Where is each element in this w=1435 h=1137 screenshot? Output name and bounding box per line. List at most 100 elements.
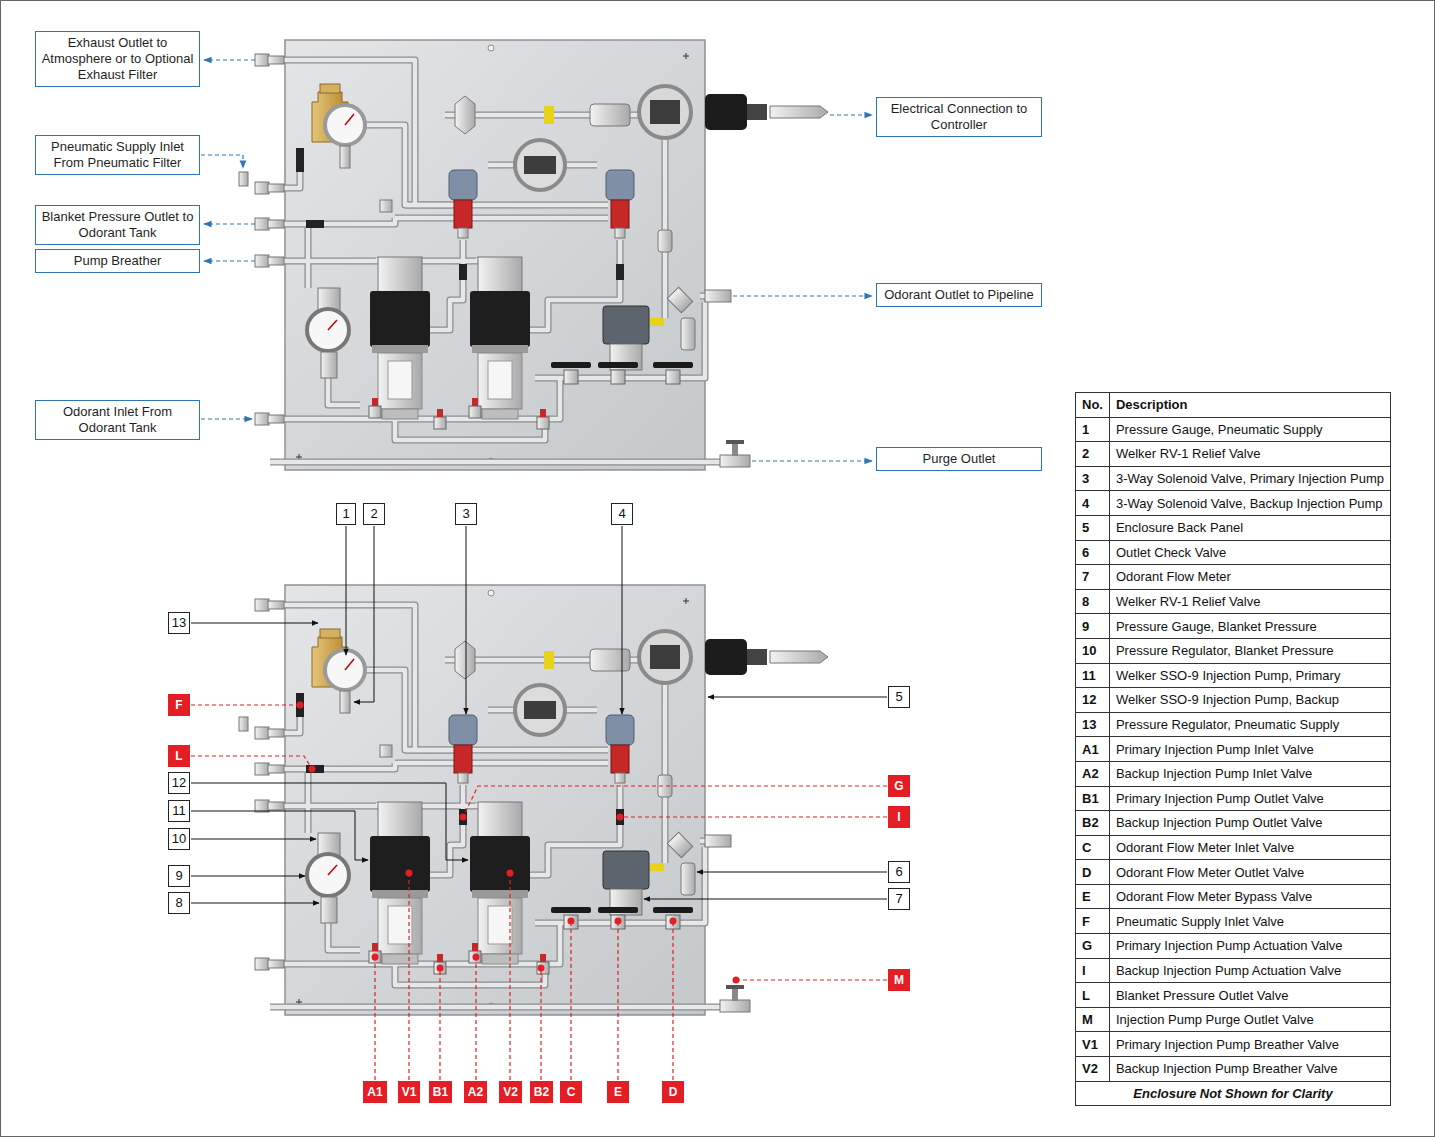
item-key: L <box>1082 988 1090 1003</box>
item-description: Welker RV-1 Relief Valve <box>1116 446 1261 461</box>
table-row: V1Primary Injection Pump Breather Valve <box>1076 1032 1391 1057</box>
leader-line <box>191 704 300 705</box>
tag-text: E <box>614 1081 622 1103</box>
tag-text: 8 <box>175 893 182 913</box>
leader-line <box>374 957 375 1080</box>
tag-text: L <box>175 745 182 767</box>
table-cell: A2 <box>1076 761 1110 786</box>
callout-number: 1 <box>336 503 356 525</box>
tag-text: M <box>894 969 904 991</box>
item-description: 3-Way Solenoid Valve, Backup Injection P… <box>1116 496 1383 511</box>
valve-tag: M <box>888 969 910 991</box>
item-key: A2 <box>1082 766 1099 781</box>
item-description: Odorant Flow Meter Outlet Valve <box>1116 865 1304 880</box>
table-cell: Odorant Flow Meter Inlet Valve <box>1109 835 1390 860</box>
table-cell: Primary Injection Pump Actuation Valve <box>1109 934 1390 959</box>
table-cell: Pressure Gauge, Pneumatic Supply <box>1109 417 1390 442</box>
callout-text: Exhaust Outlet to Atmosphere or to Optio… <box>41 35 194 83</box>
item-key: 9 <box>1082 619 1089 634</box>
tag-text: 13 <box>172 613 186 633</box>
callout-box: Exhaust Outlet to Atmosphere or to Optio… <box>35 31 200 87</box>
table-cell: C <box>1076 835 1110 860</box>
tag-text: 6 <box>895 862 902 882</box>
tag-text: V1 <box>402 1081 417 1103</box>
item-key: 3 <box>1082 471 1089 486</box>
table-cell: Enclosure Back Panel <box>1109 515 1390 540</box>
valve-dot <box>473 954 480 961</box>
table-cell: Primary Injection Pump Breather Valve <box>1109 1032 1390 1057</box>
item-description: Primary Injection Pump Breather Valve <box>1116 1037 1339 1052</box>
item-key: 10 <box>1082 643 1096 658</box>
item-description: Outlet Check Valve <box>1116 545 1226 560</box>
item-description: Primary Injection Pump Actuation Valve <box>1116 938 1343 953</box>
tag-text: 9 <box>175 866 182 886</box>
flow-arrow <box>204 59 255 60</box>
table-row: 1 Pressure Gauge, Pneumatic Supply <box>1076 417 1391 442</box>
table-cell: Welker SSO-9 Injection Pump, Primary <box>1109 663 1390 688</box>
valve-dot <box>733 977 740 984</box>
item-key: 1 <box>1082 422 1089 437</box>
leader-line <box>620 816 887 817</box>
flow-arrow <box>201 418 252 419</box>
item-description: Backup Injection Pump Inlet Valve <box>1116 766 1312 781</box>
item-key: 7 <box>1082 569 1089 584</box>
table-cell: 8 <box>1076 589 1110 614</box>
item-key: A1 <box>1082 742 1099 757</box>
item-description: Odorant Flow Meter Bypass Valve <box>1116 889 1312 904</box>
table-cell: Odorant Flow Meter Bypass Valve <box>1109 884 1390 909</box>
item-key: 8 <box>1082 594 1089 609</box>
table-cell: 3-Way Solenoid Valve, Backup Injection P… <box>1109 491 1390 516</box>
callout-box: Pump Breather <box>35 249 200 273</box>
valve-leaders <box>191 705 887 1080</box>
item-key: C <box>1082 840 1091 855</box>
callout-number: 13 <box>168 612 190 634</box>
table-row: 6Outlet Check Valve <box>1076 540 1391 565</box>
valve-tag: D <box>662 1081 684 1103</box>
callout-number: 6 <box>888 861 910 883</box>
leader-line <box>463 786 887 817</box>
leader-line <box>617 921 618 1080</box>
item-description: Backup Injection Pump Breather Valve <box>1116 1061 1338 1076</box>
table-note: Enclosure Not Shown for Clarity <box>1133 1086 1332 1101</box>
table-cell: Odorant Flow Meter Outlet Valve <box>1109 860 1390 885</box>
callout-text: Purge Outlet <box>882 451 1036 467</box>
tag-text: A2 <box>468 1081 483 1103</box>
table-cell: Primary Injection Pump Outlet Valve <box>1109 786 1390 811</box>
item-description: Primary Injection Pump Outlet Valve <box>1116 791 1324 806</box>
tag-text: 7 <box>895 889 902 909</box>
callout-number: 7 <box>888 888 910 910</box>
leader-line <box>509 873 510 1080</box>
callout-text: Electrical Connection to Controller <box>882 101 1036 133</box>
table-row: GPrimary Injection Pump Actuation Valve <box>1076 934 1391 959</box>
flow-arrow <box>830 114 872 115</box>
valve-dot <box>617 814 624 821</box>
table-cell: Odorant Flow Meter <box>1109 565 1390 590</box>
item-key: M <box>1082 1012 1093 1027</box>
table-cell: No. <box>1076 393 1110 418</box>
table-cell: 2 <box>1076 442 1110 467</box>
item-key: D <box>1082 865 1091 880</box>
callout-text: Pump Breather <box>41 253 194 269</box>
item-description: Pneumatic Supply Inlet Valve <box>1116 914 1284 929</box>
table-cell: Backup Injection Pump Actuation Valve <box>1109 958 1390 983</box>
tag-text: I <box>897 806 900 828</box>
table-row: F Pneumatic Supply Inlet Valve <box>1076 909 1391 934</box>
valve-dot <box>297 702 304 709</box>
valve-dots <box>297 702 740 984</box>
item-description: Welker SSO-9 Injection Pump, Primary <box>1116 668 1340 683</box>
table-cell: I <box>1076 958 1110 983</box>
tag-text: 1 <box>342 504 349 524</box>
callout-text: Blanket Pressure Outlet to Odorant Tank <box>41 209 194 241</box>
tag-text: 12 <box>172 773 186 793</box>
table-cell: F <box>1076 909 1110 934</box>
table-cell: Description <box>1109 393 1390 418</box>
valve-dot <box>406 870 413 877</box>
tag-text: D <box>669 1081 678 1103</box>
valve-tag: I <box>888 806 910 828</box>
leader-line <box>672 921 673 1080</box>
table-row: LBlanket Pressure Outlet Valve <box>1076 983 1391 1008</box>
tag-text: 4 <box>618 504 625 524</box>
valve-tag: E <box>607 1081 629 1103</box>
table-cell: B2 <box>1076 811 1110 836</box>
item-key: B2 <box>1082 815 1099 830</box>
